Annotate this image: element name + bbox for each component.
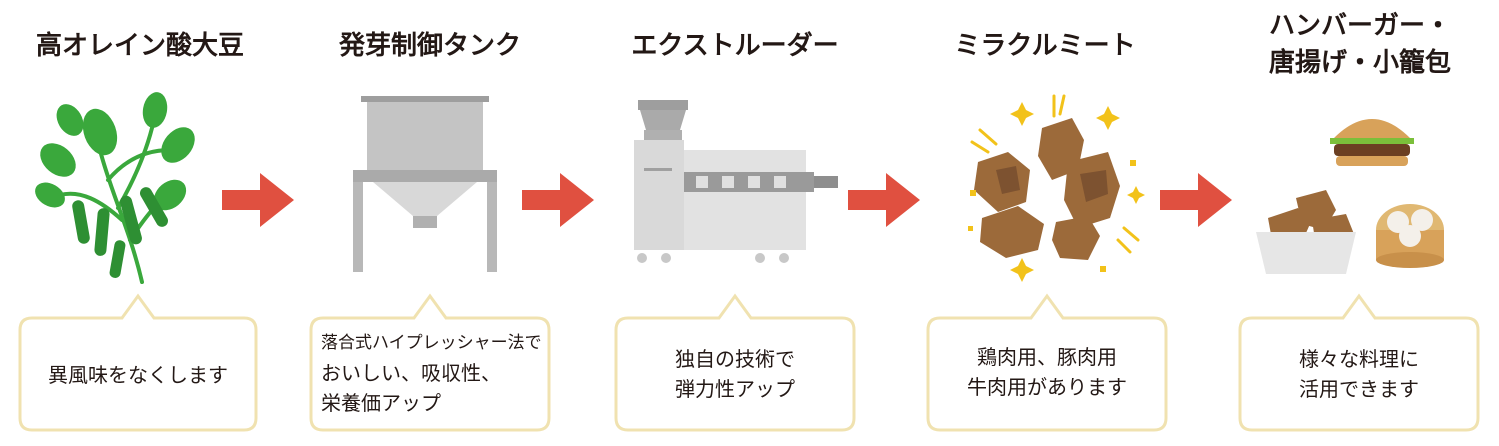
right-arrow-icon: [522, 173, 594, 227]
step-3-bubble-line-1: 独自の技術で: [675, 347, 795, 371]
step-2-bubble-text: 落合式ハイプレッシャー法で おいしい、吸収性、 栄養価アップ: [321, 328, 542, 418]
step-3-bubble-text: 独自の技術で 弾力性アップ: [612, 344, 858, 404]
step-3-title: エクストルーダー: [615, 28, 855, 65]
step-2-bubble-line-1: 落合式ハイプレッシャー法で: [321, 333, 542, 353]
step-4-bubble-line-2: 牛肉用があります: [967, 375, 1127, 399]
soybean-plant-icon: [35, 92, 195, 284]
right-arrow-icon: [222, 173, 294, 227]
food-dishes-icon: [1256, 119, 1444, 274]
flow-arrow-4: [1160, 173, 1232, 231]
extruder-icon: [634, 100, 838, 263]
step-4-title: ミラクルミート: [935, 28, 1155, 65]
step-5-bubble-line-1: 様々な料理に: [1299, 347, 1419, 371]
step-4-bubble-line-1: 鶏肉用、豚肉用: [977, 345, 1117, 369]
step-2-bubble-line-2: おいしい、吸収性、: [321, 361, 501, 385]
step-5-title-line-1: ハンバーガー・: [1268, 11, 1451, 41]
flow-arrow-3: [848, 173, 920, 231]
meat-chunks-icon: [968, 94, 1145, 282]
step-4-title-line-1: ミラクルミート: [954, 31, 1136, 61]
step-5-bubble-text: 様々な料理に 活用できます: [1236, 344, 1482, 404]
step-3-bubble: 独自の技術で 弾力性アップ: [612, 290, 858, 432]
step-2-bubble: 落合式ハイプレッシャー法で おいしい、吸収性、 栄養価アップ: [307, 290, 553, 432]
step-1-bubble: 異風味をなくします: [16, 290, 260, 432]
step-5-bubble: 様々な料理に 活用できます: [1236, 290, 1482, 432]
speech-bubble-shape: [614, 293, 856, 432]
right-arrow-icon: [1160, 173, 1232, 227]
speech-bubble-shape: [1238, 293, 1480, 432]
dishes-illustration: [1250, 90, 1450, 300]
speech-bubble-shape: [18, 293, 258, 432]
tank-icon: [353, 96, 497, 272]
step-1-bubble-line-1: 異風味をなくします: [48, 363, 228, 387]
step-2-title: 発芽制御タンク: [310, 28, 550, 65]
step-4-bubble: 鶏肉用、豚肉用 牛肉用があります: [924, 290, 1170, 432]
step-1-bubble-text: 異風味をなくします: [16, 360, 260, 390]
right-arrow-icon: [848, 173, 920, 227]
step-1-title: 高オレイン酸大豆: [20, 28, 260, 65]
germination-tank-illustration: [345, 90, 505, 300]
step-3-title-line-1: エクストルーダー: [631, 31, 839, 61]
flow-arrow-1: [222, 173, 294, 231]
soybean-plant-illustration: [30, 90, 210, 300]
step-1-title-line-1: 高オレイン酸大豆: [35, 31, 244, 61]
step-3-bubble-line-2: 弾力性アップ: [675, 377, 795, 401]
speech-bubble-shape: [926, 293, 1168, 432]
step-2-title-line-1: 発芽制御タンク: [338, 31, 521, 61]
miracle-meat-illustration: [960, 90, 1150, 300]
step-5-title: ハンバーガー・ 唐揚げ・小籠包: [1245, 8, 1475, 82]
extruder-illustration: [630, 90, 845, 300]
flow-arrow-2: [522, 173, 594, 231]
speech-bubble-shape: [309, 293, 551, 432]
step-5-bubble-line-2: 活用できます: [1299, 377, 1419, 401]
step-5-title-line-2: 唐揚げ・小籠包: [1268, 48, 1451, 78]
step-2-bubble-line-3: 栄養価アップ: [321, 391, 441, 415]
step-4-bubble-text: 鶏肉用、豚肉用 牛肉用があります: [924, 342, 1170, 402]
